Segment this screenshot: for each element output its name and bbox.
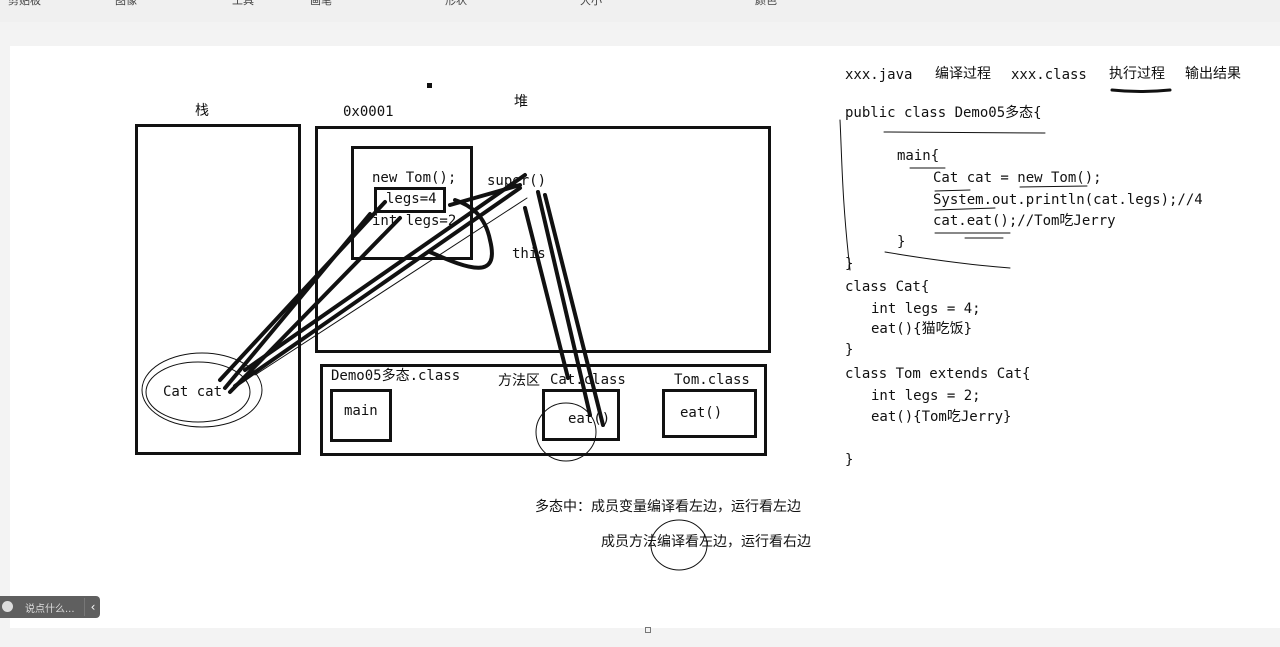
- new-tom-label: new Tom();: [372, 170, 457, 186]
- stack-label: 栈: [195, 103, 209, 119]
- tom-eat-box: [662, 389, 757, 438]
- code-line: }: [897, 234, 906, 250]
- underline: [884, 251, 1011, 269]
- underline: [883, 131, 1046, 134]
- code-line: eat(){猫吃饭}: [871, 321, 973, 337]
- method-stroke: [523, 206, 570, 380]
- code-line: }: [845, 342, 854, 358]
- bracket-stroke: [839, 119, 851, 271]
- process-output: 输出结果: [1185, 66, 1241, 82]
- heap-label: 堆: [514, 94, 528, 110]
- code-line: main{: [897, 148, 940, 164]
- paint-toolbar: 剪贴板 图像 工具 画笔 形状 大小 颜色: [0, 0, 1280, 22]
- drawing-canvas[interactable]: [10, 46, 1280, 628]
- code-line: }: [845, 452, 854, 468]
- toolbar-shapes[interactable]: 形状: [445, 0, 467, 7]
- toolbar-brushes[interactable]: 画笔: [310, 0, 332, 7]
- ref-stroke: [228, 216, 402, 394]
- underline: [934, 207, 996, 211]
- underline: [1019, 185, 1088, 188]
- tom-class-label: Tom.class: [674, 372, 750, 388]
- toolbar-clipboard[interactable]: 剪贴板: [8, 0, 41, 7]
- chevron-left-icon[interactable]: ‹: [84, 598, 101, 616]
- code-line: System.out.println(cat.legs);//4: [933, 192, 1203, 208]
- code-line: int legs = 4;: [871, 301, 981, 317]
- note-line-2: 成员方法编译看左边，运行看右边: [601, 534, 811, 550]
- code-line: Cat cat = new Tom();: [933, 170, 1102, 186]
- process-compile: 编译过程: [935, 66, 991, 82]
- tom-object-box: [351, 146, 473, 260]
- stack-box: [135, 124, 301, 455]
- method-area-label: 方法区: [498, 373, 540, 389]
- legs4-box: [374, 187, 446, 213]
- main-method-label: main: [344, 403, 378, 419]
- code-line: class Cat{: [845, 279, 930, 295]
- code-line: eat(){Tom吃Jerry}: [871, 409, 1012, 425]
- cat-eat-box: [542, 389, 620, 441]
- code-line: public class Demo05多态{: [845, 105, 1042, 121]
- process-class: xxx.class: [1011, 67, 1087, 83]
- toolbar-tools[interactable]: 工具: [232, 0, 254, 7]
- page-marker: [645, 627, 651, 633]
- eat-circle: [535, 402, 597, 462]
- stray-dot: [427, 83, 432, 88]
- main-method-box: [330, 389, 392, 442]
- note-line-1: 多态中：成员变量编译看左边，运行看左边: [535, 499, 801, 515]
- tom-eat-label: eat(): [680, 405, 723, 421]
- code-line: class Tom extends Cat{: [845, 366, 1031, 382]
- underline: [934, 189, 971, 192]
- cat-cat-circle: [141, 352, 263, 428]
- legs4-label: legs=4: [386, 191, 437, 207]
- cat-cat-circle-2: [145, 361, 251, 423]
- cat-variable-label: Cat cat: [163, 384, 223, 400]
- address-label: 0x0001: [343, 104, 394, 120]
- ref-stroke: [243, 173, 527, 372]
- method-area-box: [320, 364, 767, 456]
- ref-stroke: [428, 198, 494, 270]
- demo-class-label: Demo05多态.class: [331, 368, 461, 384]
- code-line: int legs = 2;: [871, 388, 981, 404]
- chat-placeholder[interactable]: 说点什么...: [25, 604, 75, 615]
- chat-box[interactable]: 说点什么... ‹: [0, 596, 100, 618]
- ref-stroke: [233, 186, 522, 388]
- code-line: cat.eat();//Tom吃Jerry: [933, 213, 1116, 229]
- process-java: xxx.java: [845, 67, 913, 83]
- ref-stroke: [223, 212, 372, 390]
- toolbar-size[interactable]: 大小: [580, 0, 602, 7]
- heap-box: [315, 126, 771, 353]
- thin-line: [254, 197, 528, 376]
- toolbar-colors[interactable]: 颜色: [755, 0, 777, 7]
- method-stroke: [543, 193, 605, 427]
- smile-icon[interactable]: [2, 601, 13, 612]
- bian-circle: [650, 519, 708, 571]
- toolbar-image[interactable]: 图像: [115, 0, 137, 7]
- method-stroke: [536, 190, 592, 417]
- process-execute: 执行过程: [1109, 66, 1165, 82]
- underline: [1110, 88, 1172, 93]
